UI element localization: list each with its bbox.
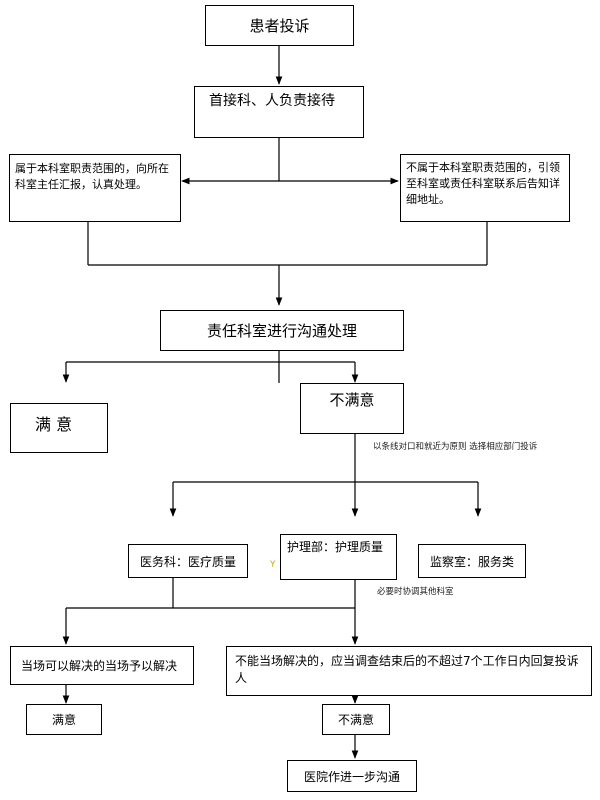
coordinate-note: 必要时协调其他科室	[377, 587, 454, 597]
node-dissatisfied-1: 不满意	[300, 383, 404, 434]
node-medical-affairs: 医务科：医疗质量	[128, 544, 248, 578]
node-in-scope: 属于本科室职责范围的，向所在科室主任汇报，认真处理。	[9, 154, 181, 222]
stray-mark: Y	[270, 560, 276, 570]
node-satisfied-2: 满意	[26, 704, 102, 735]
node-on-site-solve: 当场可以解决的当场予以解决	[10, 646, 194, 685]
routing-rule-note: 以条线对口和就近为原则 选择相应部门投诉	[373, 442, 538, 452]
node-responsible-dept: 责任科室进行沟通处理	[160, 310, 404, 351]
node-complaint: 患者投诉	[205, 5, 354, 46]
node-further-comm: 医院作进一步沟通	[287, 760, 417, 792]
node-out-of-scope: 不属于本科室职责范围的，引领至科室或责任科室联系后告知详细地址。	[400, 154, 570, 222]
node-cannot-solve: 不能当场解决的，应当调查结束后的不超过7个工作日内回复投诉人	[226, 646, 592, 696]
node-satisfied-1: 满 意	[10, 403, 108, 453]
node-nursing: 护理部：护理质量	[280, 534, 397, 580]
node-first-contact: 首接科、人负责接待	[194, 86, 364, 138]
node-dissatisfied-2: 不满意	[322, 704, 390, 735]
node-supervision: 监察室：服务类	[418, 544, 526, 578]
